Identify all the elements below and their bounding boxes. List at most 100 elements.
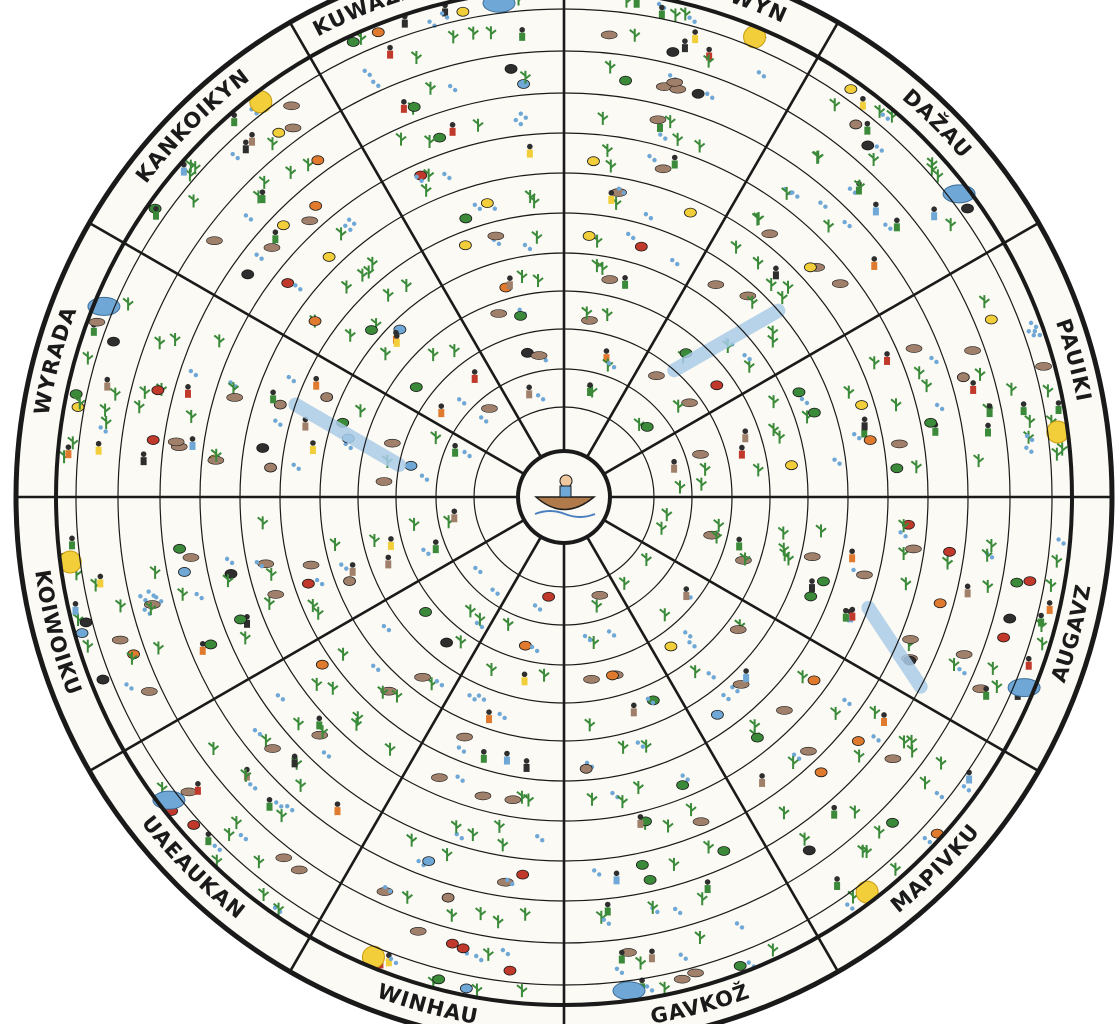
fruit-icon (667, 48, 679, 57)
fruit-icon (641, 422, 653, 431)
raindrop-icon (535, 649, 539, 653)
raindrop-icon (368, 73, 372, 77)
fruit-icon (962, 204, 974, 213)
person-body (522, 677, 528, 685)
person-icon (881, 712, 887, 718)
raindrop-icon (588, 638, 592, 642)
animal-icon (268, 590, 284, 598)
person-body (292, 759, 298, 767)
person-body (864, 127, 870, 135)
person-body (983, 692, 989, 700)
raindrop-icon (852, 432, 856, 436)
fruit-icon (519, 641, 531, 650)
person-icon (481, 749, 487, 755)
fruit-icon (515, 311, 527, 320)
raindrop-icon (683, 630, 687, 634)
animal-icon (181, 788, 197, 796)
raindrop-icon (279, 804, 283, 808)
raindrop-icon (143, 607, 147, 611)
raindrop-icon (735, 689, 739, 693)
fruit-icon (309, 317, 321, 326)
person-icon (865, 121, 871, 127)
raindrop-icon (371, 664, 375, 668)
fruit-icon (234, 615, 246, 624)
person-body (472, 375, 478, 383)
person-icon (622, 275, 628, 281)
raindrop-icon (805, 401, 809, 405)
raindrop-icon (425, 477, 429, 481)
raindrop-icon (850, 906, 854, 910)
person-icon (1038, 613, 1044, 619)
fruit-icon (481, 199, 493, 208)
fruit-icon (711, 710, 723, 719)
animal-icon (667, 78, 683, 86)
person-icon (249, 132, 255, 138)
raindrop-icon (506, 952, 510, 956)
raindrop-icon (146, 589, 150, 593)
person-icon (73, 601, 79, 607)
fruit-icon (644, 875, 656, 884)
raindrop-icon (382, 624, 386, 628)
animal-icon (602, 276, 618, 284)
person-body (181, 168, 187, 176)
person-icon (873, 202, 879, 208)
raindrop-icon (721, 693, 725, 697)
raindrop-icon (687, 640, 691, 644)
person-icon (965, 584, 971, 590)
animal-icon (655, 165, 671, 173)
person-icon (860, 96, 866, 102)
person-icon (260, 189, 266, 195)
fruit-icon (505, 64, 517, 73)
person-icon (631, 703, 637, 709)
person-body (310, 446, 316, 454)
raindrop-icon (244, 837, 248, 841)
person-body (862, 422, 868, 430)
raindrop-icon (230, 561, 234, 565)
person-body (401, 105, 407, 113)
person-icon (472, 369, 478, 375)
fruit-icon (72, 403, 84, 412)
animal-icon (206, 237, 222, 245)
animal-icon (891, 440, 907, 448)
raindrop-icon (285, 804, 289, 808)
raindrop-icon (239, 833, 243, 837)
person-body (834, 882, 840, 890)
animal-icon (505, 796, 521, 804)
fruit-icon (152, 386, 164, 395)
raindrop-icon (641, 744, 645, 748)
person-body (388, 542, 394, 550)
person-icon (98, 574, 104, 580)
raindrop-icon (740, 925, 744, 929)
raindrop-icon (138, 594, 142, 598)
person-icon (987, 403, 993, 409)
animal-icon (264, 244, 280, 252)
raindrop-icon (631, 236, 635, 240)
raindrop-icon (440, 11, 444, 15)
raindrop-icon (258, 732, 262, 736)
center-hub (518, 451, 610, 543)
person-body (334, 807, 340, 815)
raindrop-icon (124, 682, 128, 686)
person-icon (504, 751, 510, 757)
fruit-icon (174, 544, 186, 553)
person-body (519, 33, 525, 41)
raindrop-icon (472, 697, 476, 701)
person-body (608, 196, 614, 204)
raindrop-icon (453, 88, 457, 92)
raindrop-icon (414, 175, 418, 179)
raindrop-icon (519, 111, 523, 115)
raindrop-icon (928, 840, 932, 844)
raindrop-icon (615, 967, 619, 971)
person-body (884, 357, 890, 365)
fruit-icon (273, 128, 285, 137)
raindrop-icon (363, 69, 367, 73)
fruit-icon (277, 221, 289, 230)
raindrop-icon (421, 548, 425, 552)
animal-icon (141, 687, 157, 695)
raindrop-icon (530, 645, 534, 649)
fruit-icon (957, 373, 969, 382)
fruit-icon (891, 464, 903, 473)
raindrop-icon (842, 220, 846, 224)
fruit-icon (460, 984, 472, 993)
person-body (759, 779, 765, 787)
